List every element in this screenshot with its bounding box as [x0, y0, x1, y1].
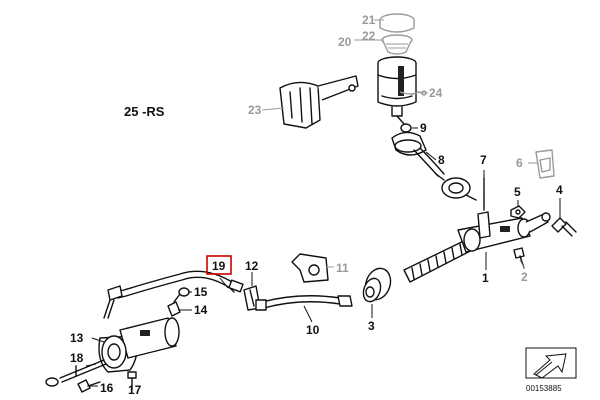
callout-15[interactable]: 15: [194, 285, 208, 299]
callout-22[interactable]: 22: [362, 29, 376, 43]
callout-20[interactable]: 20: [338, 35, 352, 49]
hose-10[interactable]: [255, 295, 353, 311]
reservoir-hose[interactable]: [391, 115, 445, 177]
callout-1[interactable]: 1: [482, 271, 489, 285]
callout-24[interactable]: 24: [429, 86, 443, 100]
reservoir-cap[interactable]: [379, 13, 415, 33]
bleed-screw-14[interactable]: [167, 293, 181, 317]
reservoir-strainer[interactable]: [381, 34, 413, 55]
drawing-code: 00153885: [526, 384, 562, 393]
push-rod-boot[interactable]: [435, 173, 477, 201]
callout-17[interactable]: 17: [128, 383, 142, 397]
callout-23[interactable]: 23: [248, 103, 262, 117]
callout-11[interactable]: 11: [336, 261, 349, 275]
callout-19-highlighted[interactable]: 19: [206, 255, 232, 275]
cap-15[interactable]: [178, 287, 190, 297]
callout-16[interactable]: 16: [100, 381, 114, 395]
callout-8[interactable]: 8: [438, 153, 445, 167]
callout-14[interactable]: 14: [194, 303, 208, 317]
callout-2[interactable]: 2: [521, 270, 528, 284]
clutch-master-cylinder[interactable]: [403, 199, 551, 283]
callout-5[interactable]: 5: [514, 185, 521, 199]
reservoir-bracket[interactable]: [279, 75, 359, 129]
callout-9[interactable]: 9: [420, 121, 427, 135]
callout-7[interactable]: 7: [480, 153, 487, 167]
clutch-pipe-19[interactable]: [103, 270, 244, 319]
callout-6[interactable]: 6: [516, 156, 523, 170]
grommet-3[interactable]: [360, 265, 394, 304]
callout-3[interactable]: 3: [368, 319, 375, 333]
callout-13[interactable]: 13: [70, 331, 84, 345]
clip-6[interactable]: [535, 149, 555, 179]
callout-10[interactable]: 10: [306, 323, 320, 337]
pipe-bracket-11[interactable]: [291, 253, 329, 283]
leader-lines: [85, 19, 561, 387]
bolt-4[interactable]: [551, 217, 577, 237]
callout-12[interactable]: 12: [245, 259, 259, 273]
callout-19[interactable]: 19: [212, 259, 226, 273]
nut-5[interactable]: [510, 205, 526, 219]
reservoir[interactable]: [377, 56, 417, 117]
bolt-16[interactable]: [77, 379, 101, 393]
navigation-arrow-icon[interactable]: [525, 347, 577, 379]
callout-21[interactable]: 21: [362, 13, 376, 27]
ref-label: 25 -RS: [124, 104, 165, 119]
clutch-slave-cylinder[interactable]: [45, 317, 180, 387]
callout-18[interactable]: 18: [70, 351, 84, 365]
callout-4[interactable]: 4: [556, 183, 563, 197]
